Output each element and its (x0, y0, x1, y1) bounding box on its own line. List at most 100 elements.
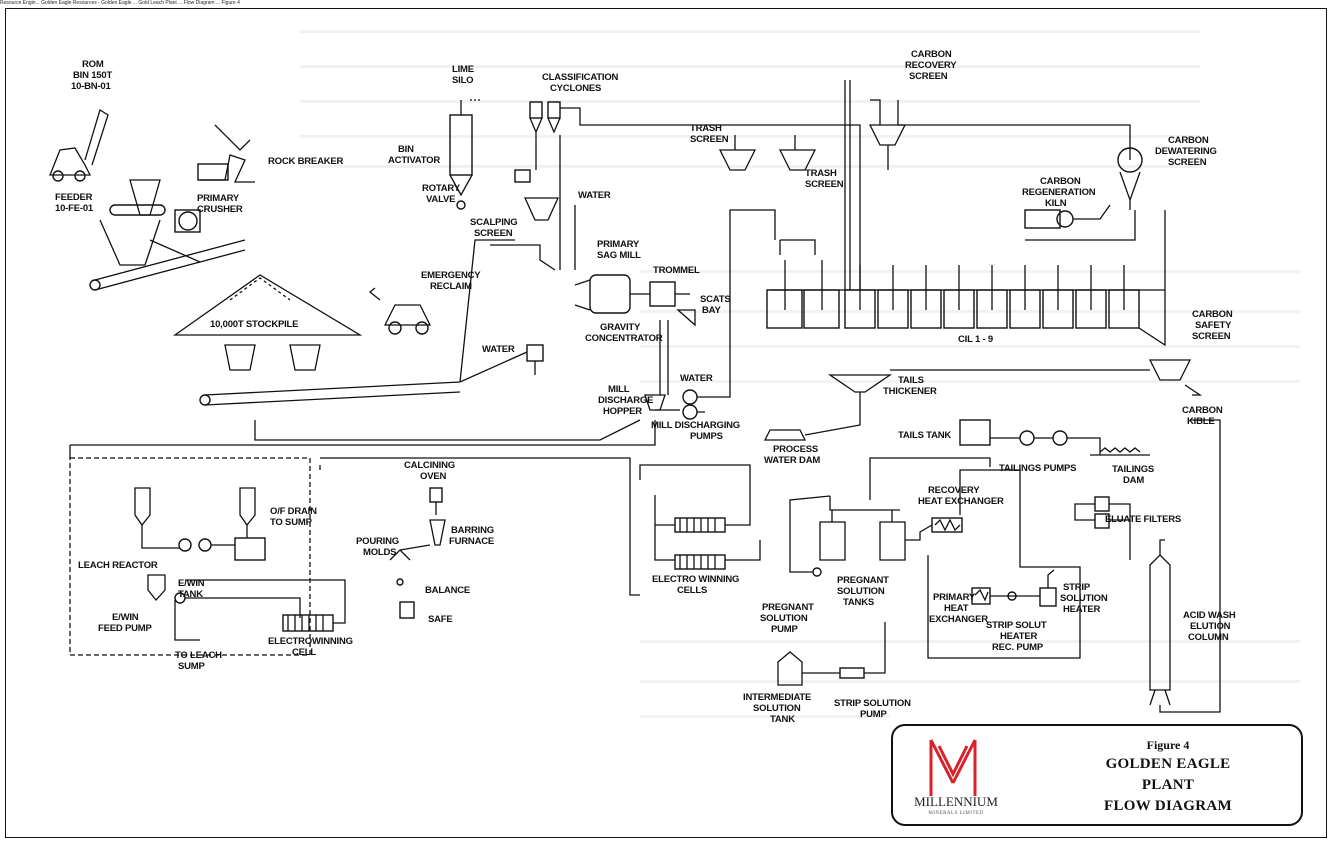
eluate-filters-label: ELUATE FILTERS (1105, 514, 1181, 525)
electrowinning-cell-label-2: CELL (292, 647, 316, 658)
pregnant-solution-tanks-label: PREGNANT (837, 575, 889, 586)
cil-label: CIL 1 - 9 (958, 334, 993, 345)
pregnant-solution-pump-label-2: SOLUTION (760, 613, 808, 624)
mill-discharging-pumps-label-2: PUMPS (690, 431, 723, 442)
company-name: MILLENNIUM (901, 794, 1011, 810)
pregnant-solution-tanks-label-3: TANKS (843, 597, 874, 608)
carbon-transfer-line (870, 100, 1130, 160)
sag-mill (575, 275, 650, 313)
carbon-dewatering-screen-label-3: SCREEN (1168, 157, 1207, 168)
carbon-recovery-screen-label-3: SCREEN (909, 71, 948, 82)
mill-discharging-pumps-label: MILL DISCHARGING (651, 420, 740, 431)
safe-label: SAFE (428, 614, 453, 625)
to-leach-sump-label-2: SUMP (178, 661, 206, 672)
acid-wash-elution-column-label-3: COLUMN (1188, 632, 1229, 643)
mill-discharge-hopper-label-3: HOPPER (603, 406, 642, 417)
electrowinning-cell-label: ELECTROWINNING (268, 636, 353, 647)
gravity-concentrator (527, 345, 543, 375)
acid-wash-elution-column-label: ACID WASH (1183, 610, 1236, 621)
recovery-heat-exchanger-label-2: HEAT EXCHANGER (918, 496, 1004, 507)
barring-furnace-label: BARRING (451, 525, 494, 536)
acid-wash-elution-column (1150, 420, 1220, 712)
tails-tank (960, 420, 1100, 455)
leach-reactor (135, 488, 265, 560)
trash-screen-2-label-2: SCREEN (805, 179, 844, 190)
scalping-screen (515, 132, 558, 220)
barring-furnace (430, 520, 445, 545)
strip-solut-heater-rec-pump-label: STRIP SOLUT (986, 620, 1047, 631)
primary-crusher-label: PRIMARY (197, 193, 240, 204)
strip-solut-heater-rec-pump-label-3: REC. PUMP (992, 642, 1044, 653)
feeder-label-2: 10-FE-01 (55, 203, 94, 214)
tails-thickener-label-2: THICKENER (883, 386, 937, 397)
diagram-title-line-3: FLOW DIAGRAM (1053, 798, 1283, 815)
carbon-regeneration-kiln-label-2: REGENERATION (1022, 187, 1096, 198)
pregnant-solution-pump-label: PREGNANT (762, 602, 814, 613)
carbon-recovery-screen-label: CARBON (911, 49, 952, 60)
acid-wash-elution-column-label-2: ELUTION (1190, 621, 1231, 632)
tailings-dam-label: TAILINGS (1112, 464, 1154, 475)
bin-activator-label: BIN (398, 144, 414, 155)
water-label-2: WATER (482, 344, 515, 355)
lime-silo-label-2: SILO (452, 75, 473, 86)
emergency-reclaim-loader (370, 288, 430, 334)
gravity-conc-line (70, 420, 655, 458)
gravity-concentrator-label-2: CONCENTRATOR (585, 333, 663, 344)
balance-label: BALANCE (425, 585, 470, 596)
of-drain-label-2: TO SUMP (270, 517, 313, 528)
water-label-1: WATER (578, 190, 611, 201)
electro-winning-cells-label: ELECTRO WINNING (652, 574, 739, 585)
ewin-tank-label-2: TANK (178, 589, 203, 600)
mill-discharge-hopper-label: MILL (608, 384, 630, 395)
pouring-molds-label-2: MOLDS (363, 547, 396, 558)
calcining-oven-label-2: OVEN (420, 471, 446, 482)
mill-discharge-hopper (645, 390, 705, 419)
classification-cyclones-label-2: CYCLONES (550, 83, 601, 94)
company-subtitle: MINERALS LIMITED (901, 811, 1011, 816)
pouring-molds-label: POURING (356, 536, 399, 547)
ewin-feed-pump-label-2: FEED PUMP (98, 623, 152, 634)
primary-heat-exchanger-label-3: EXCHANGER (929, 614, 988, 625)
tailings-dam (1090, 448, 1150, 455)
rom-bin-label-3: 10-BN-01 (71, 81, 111, 92)
mill-discharge-hopper-label-2: DISCHARGE (598, 395, 653, 406)
tails-tank-label: TAILS TANK (898, 430, 951, 441)
strip-solut-heater-rec-pump-label-2: HEATER (1000, 631, 1037, 642)
strip-solution-heater-label-2: SOLUTION (1060, 593, 1108, 604)
strip-solution-heater-label: STRIP (1063, 582, 1091, 593)
recycle-line (490, 245, 555, 270)
ewin-tank (148, 575, 300, 640)
process-water-dam-label: PROCESS (773, 444, 818, 455)
sag-mill-label-2: SAG MILL (597, 250, 641, 261)
rock-breaker-label: ROCK BREAKER (268, 156, 344, 167)
scats-bay-label: SCATS (700, 294, 731, 305)
process-water-dam-label-2: WATER DAM (764, 455, 820, 466)
carbon-safety-screen-label: CARBON (1192, 309, 1233, 320)
leach-reactor-label: LEACH REACTOR (78, 560, 158, 571)
return-line (255, 420, 640, 440)
recovery-heat-exchanger-label: RECOVERY (928, 485, 980, 496)
carbon-kible-label-2: KIBLE (1187, 416, 1215, 427)
feeder (100, 205, 165, 265)
gold-room-electrowinning-cell (185, 580, 345, 631)
eluate-filters (1075, 497, 1130, 560)
trommel (650, 282, 695, 325)
stockpile-label: 10,000T STOCKPILE (210, 319, 298, 330)
to-leach-sump-label: TO LEACH (175, 650, 222, 661)
cil-feed-line (845, 80, 850, 290)
tails-thickener-label: TAILS (898, 375, 924, 386)
ewin-feed-pump-label: E/WIN (112, 612, 139, 623)
gravity-concentrator-label: GRAVITY (600, 322, 641, 333)
electro-winning-cells-label-2: CELLS (677, 585, 707, 596)
process-water-dam (765, 430, 805, 440)
millennium-logo-icon (923, 738, 983, 798)
of-drain-label: O/F DRAIN (270, 506, 317, 517)
calcining-oven-label: CALCINING (404, 460, 455, 471)
trash-screens (720, 135, 815, 170)
calcining-oven (430, 488, 442, 515)
carbon-return-line (1139, 210, 1165, 345)
tailings-dam-label-2: DAM (1123, 475, 1144, 486)
intermediate-solution-tank-label-2: SOLUTION (753, 703, 801, 714)
trash-screen-1-label-2: SCREEN (690, 134, 729, 145)
